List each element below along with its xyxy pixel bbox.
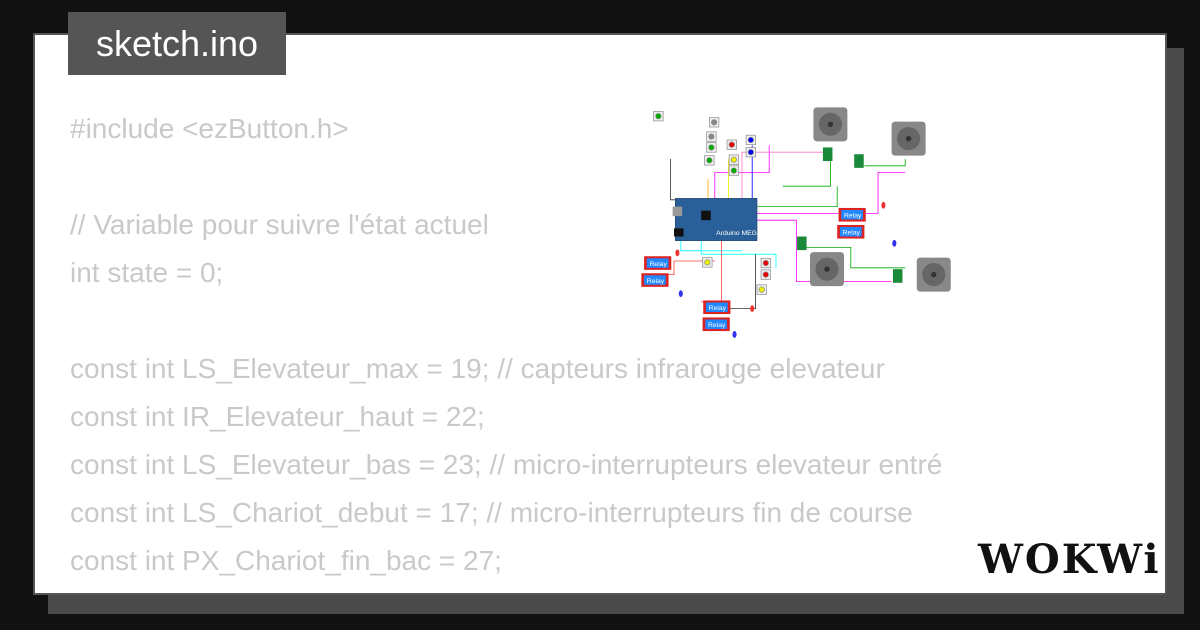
preview-card: #include <ezButton.h> // Variable pour su… xyxy=(33,33,1167,595)
relay-label: Relay xyxy=(843,229,861,236)
power-jack-icon xyxy=(674,228,684,237)
relay-label: Relay xyxy=(647,278,665,285)
stepper-drivers xyxy=(797,147,903,283)
chip-icon xyxy=(701,210,711,221)
code-listing: #include <ezButton.h> // Variable pour su… xyxy=(70,105,943,593)
relay-label: Relay xyxy=(709,305,727,312)
code-line: const int LS_Elevateur_max = 19; // capt… xyxy=(70,353,885,384)
file-title-badge: sketch.ino xyxy=(68,12,286,75)
code-line: const int IR_Elevateur_haut = 22; xyxy=(70,401,485,432)
code-line: const int PX_Chariot_fin_bac = 27; xyxy=(70,545,502,576)
arduino-mega-board xyxy=(675,198,758,241)
code-line: const int LS_Elevateur_bas = 23; // micr… xyxy=(70,449,943,480)
code-line: #include <ezButton.h> xyxy=(70,113,349,144)
relay-modules: Relay Relay Relay Relay Relay Relay xyxy=(641,207,866,332)
wokwi-logo: WOKWi xyxy=(978,536,1161,583)
code-line: // Variable pour suivre l'état actuel xyxy=(70,209,489,240)
code-line: int state = 0; xyxy=(70,257,224,288)
board-label: Arduino MEGA xyxy=(716,230,762,237)
relay-label: Relay xyxy=(844,212,862,219)
leds xyxy=(675,201,897,338)
relay-label: Relay xyxy=(708,322,726,329)
stepper-motors xyxy=(810,107,951,292)
code-line: const int LS_Chariot_debut = 17; // micr… xyxy=(70,497,913,528)
push-buttons xyxy=(653,111,771,295)
usb-port-icon xyxy=(672,206,683,217)
relay-label: Relay xyxy=(650,261,668,268)
